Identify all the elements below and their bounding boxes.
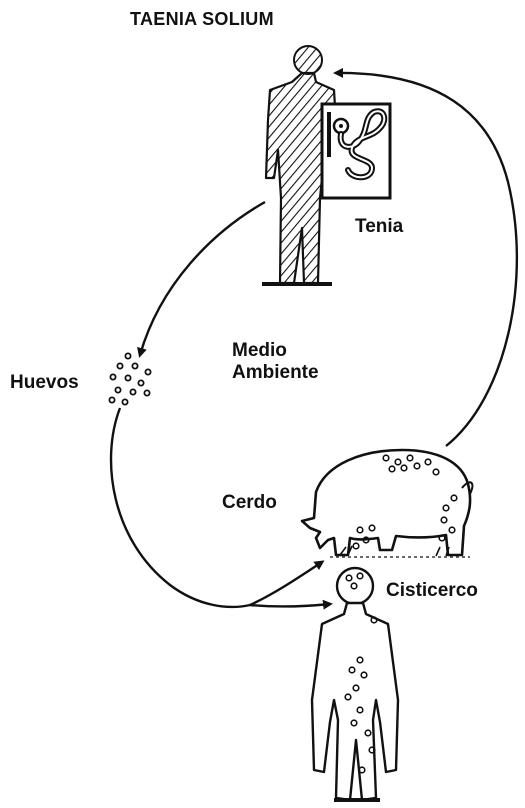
- tapeworm-icon: [322, 104, 390, 198]
- arrow-split-to-pig: [250, 562, 322, 605]
- arrow-human-to-eggs: [140, 202, 265, 355]
- eggs-icon: [109, 353, 150, 404]
- arrow-split-to-human: [250, 604, 330, 607]
- arrow-eggs-to-host-split: [111, 408, 250, 607]
- pig-icon: [302, 450, 472, 557]
